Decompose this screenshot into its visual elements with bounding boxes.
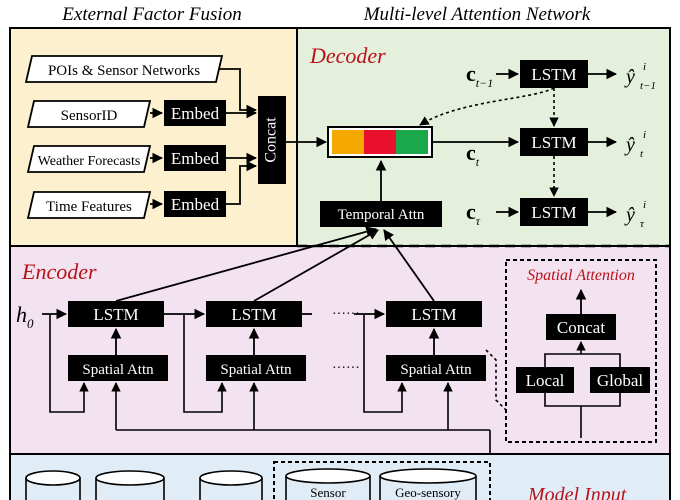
output-y-tau: ŷ i τ — [624, 199, 646, 230]
c-t-label: ct — [466, 140, 480, 169]
svg-text:ŷ: ŷ — [624, 134, 635, 156]
embed-box-3 — [164, 191, 226, 217]
sensor-label: Sensor — [310, 485, 346, 500]
data-cylinder-sensor — [285, 468, 371, 484]
svg-text:i: i — [643, 129, 646, 141]
data-cylinder-2 — [95, 470, 165, 486]
encoder-dots-top: ······ — [332, 307, 360, 322]
concat-label: Concat — [263, 117, 280, 163]
input-weather-box — [26, 145, 152, 173]
decoder-lstm-1 — [520, 60, 588, 88]
embed-label-3: Embed — [171, 195, 220, 214]
encoder-lstm-1 — [68, 301, 164, 327]
geosensory-label: Geo-sensory — [395, 485, 461, 500]
sa-global-label: Global — [597, 371, 644, 390]
header-right: Multi-level Attention Network — [363, 4, 591, 25]
model-input-title: Model Input — [527, 484, 627, 500]
encoder-panel — [9, 245, 671, 455]
data-cylinder-geosensory — [379, 468, 477, 484]
spatial-attention-detail — [505, 259, 657, 443]
embed-blocks: Embed Embed Embed — [164, 100, 226, 217]
c-prev-label: ct−1 — [466, 61, 493, 90]
encoder-lstm-label-3: LSTM — [411, 305, 456, 324]
sa-global-box — [590, 367, 650, 393]
header-left: External Factor Fusion — [61, 4, 241, 25]
embed-box-2 — [164, 145, 226, 171]
encoder-lstm-2 — [206, 301, 302, 327]
output-y-prev: ŷ i t−1 — [624, 61, 656, 92]
sa-concat-box — [546, 314, 616, 340]
spatial-attn-1 — [68, 355, 168, 381]
fusion-cell-1 — [332, 130, 364, 154]
external-inputs: POIs & Sensor Networks SensorID Weather … — [24, 55, 224, 219]
c-tau-label: cτ — [466, 199, 481, 228]
sa-local-label: Local — [526, 371, 565, 390]
fusion-cell-2 — [364, 130, 396, 154]
decoder-lstm-3 — [520, 198, 588, 226]
spatial-attn-2 — [206, 355, 306, 381]
embed-box-1 — [164, 100, 226, 126]
temporal-attn-box — [320, 201, 442, 227]
svg-text:τ: τ — [640, 218, 645, 230]
input-pois-label: POIs & Sensor Networks — [48, 63, 200, 79]
fusion-cell-3 — [396, 130, 428, 154]
decoder-title: Decoder — [309, 43, 386, 68]
decoder-lstm-2 — [520, 128, 588, 156]
embed-label-2: Embed — [171, 149, 220, 168]
svg-text:i: i — [643, 199, 646, 211]
spatial-attn-label-3: Spatial Attn — [400, 362, 472, 378]
encoder-lstm-label-1: LSTM — [93, 305, 138, 324]
decoder-lstm-label-2: LSTM — [531, 133, 576, 152]
encoder-lstm-label-2: LSTM — [231, 305, 276, 324]
svg-text:t−1: t−1 — [640, 80, 656, 92]
encoder-dots-bottom: ······ — [332, 361, 360, 376]
sensor-sources-group — [273, 461, 491, 500]
decoder-lstm-label-1: LSTM — [531, 65, 576, 84]
svg-text:i: i — [643, 61, 646, 73]
spatial-attention-title: Spatial Attention — [527, 267, 635, 284]
sa-concat-label: Concat — [557, 318, 605, 337]
spatial-attn-label-2: Spatial Attn — [220, 362, 292, 378]
encoder-title: Encoder — [21, 259, 97, 284]
svg-text:ŷ: ŷ — [624, 204, 635, 226]
svg-text:t: t — [640, 148, 644, 160]
output-y-t: ŷ i t — [624, 129, 646, 160]
input-pois-box — [24, 55, 224, 83]
temporal-attn-label: Temporal Attn — [338, 207, 425, 223]
spatial-attn-3 — [386, 355, 486, 381]
model-input-cylinders: Sensor Geo-sensory — [25, 461, 491, 500]
h0-label: h0 — [16, 302, 34, 331]
input-sensorid-label: SensorID — [61, 108, 118, 124]
decoder-lstm-label-3: LSTM — [531, 203, 576, 222]
spatial-attn-label-1: Spatial Attn — [82, 362, 154, 378]
input-weather-label: Weather Forecasts — [38, 154, 141, 169]
input-time-box — [26, 191, 152, 219]
encoder-lstm-3 — [386, 301, 482, 327]
data-cylinder-1 — [25, 470, 81, 486]
concat-box — [258, 96, 286, 184]
input-time-label: Time Features — [46, 199, 132, 215]
embed-label-1: Embed — [171, 104, 220, 123]
input-sensorid-box — [26, 100, 152, 128]
data-cylinder-3 — [199, 470, 263, 486]
sa-local-box — [516, 367, 574, 393]
svg-text:ŷ: ŷ — [624, 66, 635, 88]
